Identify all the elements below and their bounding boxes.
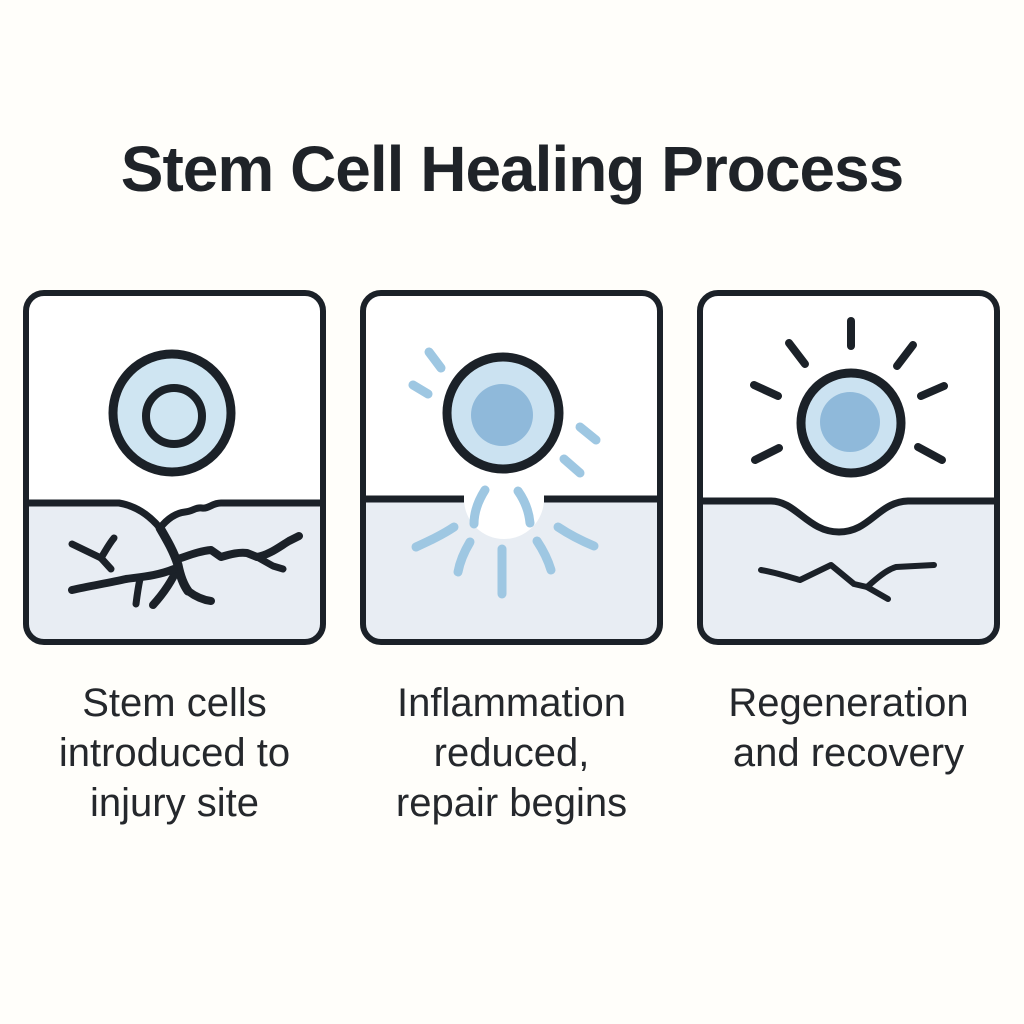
signal-dash — [411, 522, 459, 552]
repair-signal-dashes — [408, 347, 601, 599]
crack-fork — [97, 534, 118, 562]
recovered-tissue-fill — [700, 501, 997, 643]
radiating-cell-over-smoothed-tissue-icon — [697, 290, 1000, 646]
cell-nucleus — [471, 384, 533, 447]
signal-dash — [553, 522, 599, 551]
panel-border — [697, 290, 1000, 646]
stem-cell — [796, 368, 906, 478]
cell-nucleus — [820, 392, 880, 453]
cell-signals-over-healing-notch-icon — [360, 290, 663, 646]
signal-dash — [532, 536, 556, 575]
crack-branch-left — [68, 565, 178, 595]
stem-cell — [108, 349, 236, 477]
panel-border — [23, 290, 326, 646]
steps-row: Stem cells introduced to injury site — [0, 289, 1024, 828]
crack-fork — [253, 553, 287, 573]
step-1: Stem cells introduced to injury site — [22, 289, 327, 828]
step-1-caption: Stem cells introduced to injury site — [58, 681, 291, 826]
signal-dash — [469, 485, 490, 529]
step-3-caption: Regeneration and recovery — [728, 681, 969, 776]
crack-spur — [184, 587, 215, 606]
healed-crack — [758, 562, 937, 603]
healed-crack-fork — [864, 584, 891, 603]
ray — [914, 443, 946, 465]
ray — [893, 341, 917, 371]
panel-border — [360, 290, 663, 646]
ray — [917, 382, 948, 401]
crack-spur — [132, 575, 144, 608]
step-2-caption: Inflammation reduced, repair begins — [395, 681, 628, 826]
signal-dash — [424, 347, 446, 373]
cell-outer-membrane — [108, 349, 236, 477]
crack-branch-right — [174, 532, 303, 564]
tissue-surface-line — [26, 499, 323, 532]
page-title: Stem Cell Healing Process — [120, 133, 904, 205]
healed-crack-line — [758, 562, 937, 591]
stem-cell — [442, 352, 564, 474]
ray — [750, 381, 782, 401]
ray — [751, 444, 783, 465]
step-3: Regeneration and recovery — [696, 289, 1001, 828]
signal-dash — [513, 486, 535, 528]
signal-dash — [575, 422, 601, 445]
step-2: Inflammation reduced, repair begins — [359, 289, 664, 828]
signal-dash — [559, 454, 585, 478]
ray — [785, 339, 809, 369]
stem-cell-over-cracked-tissue-icon — [23, 290, 326, 646]
signal-dash — [453, 537, 475, 577]
cell-inner-ring — [142, 384, 206, 449]
tissue-surface-line — [700, 497, 997, 536]
crack-network — [68, 523, 303, 610]
regeneration-rays — [750, 317, 948, 465]
signal-dash — [408, 380, 433, 399]
crack-fork — [68, 540, 105, 562]
